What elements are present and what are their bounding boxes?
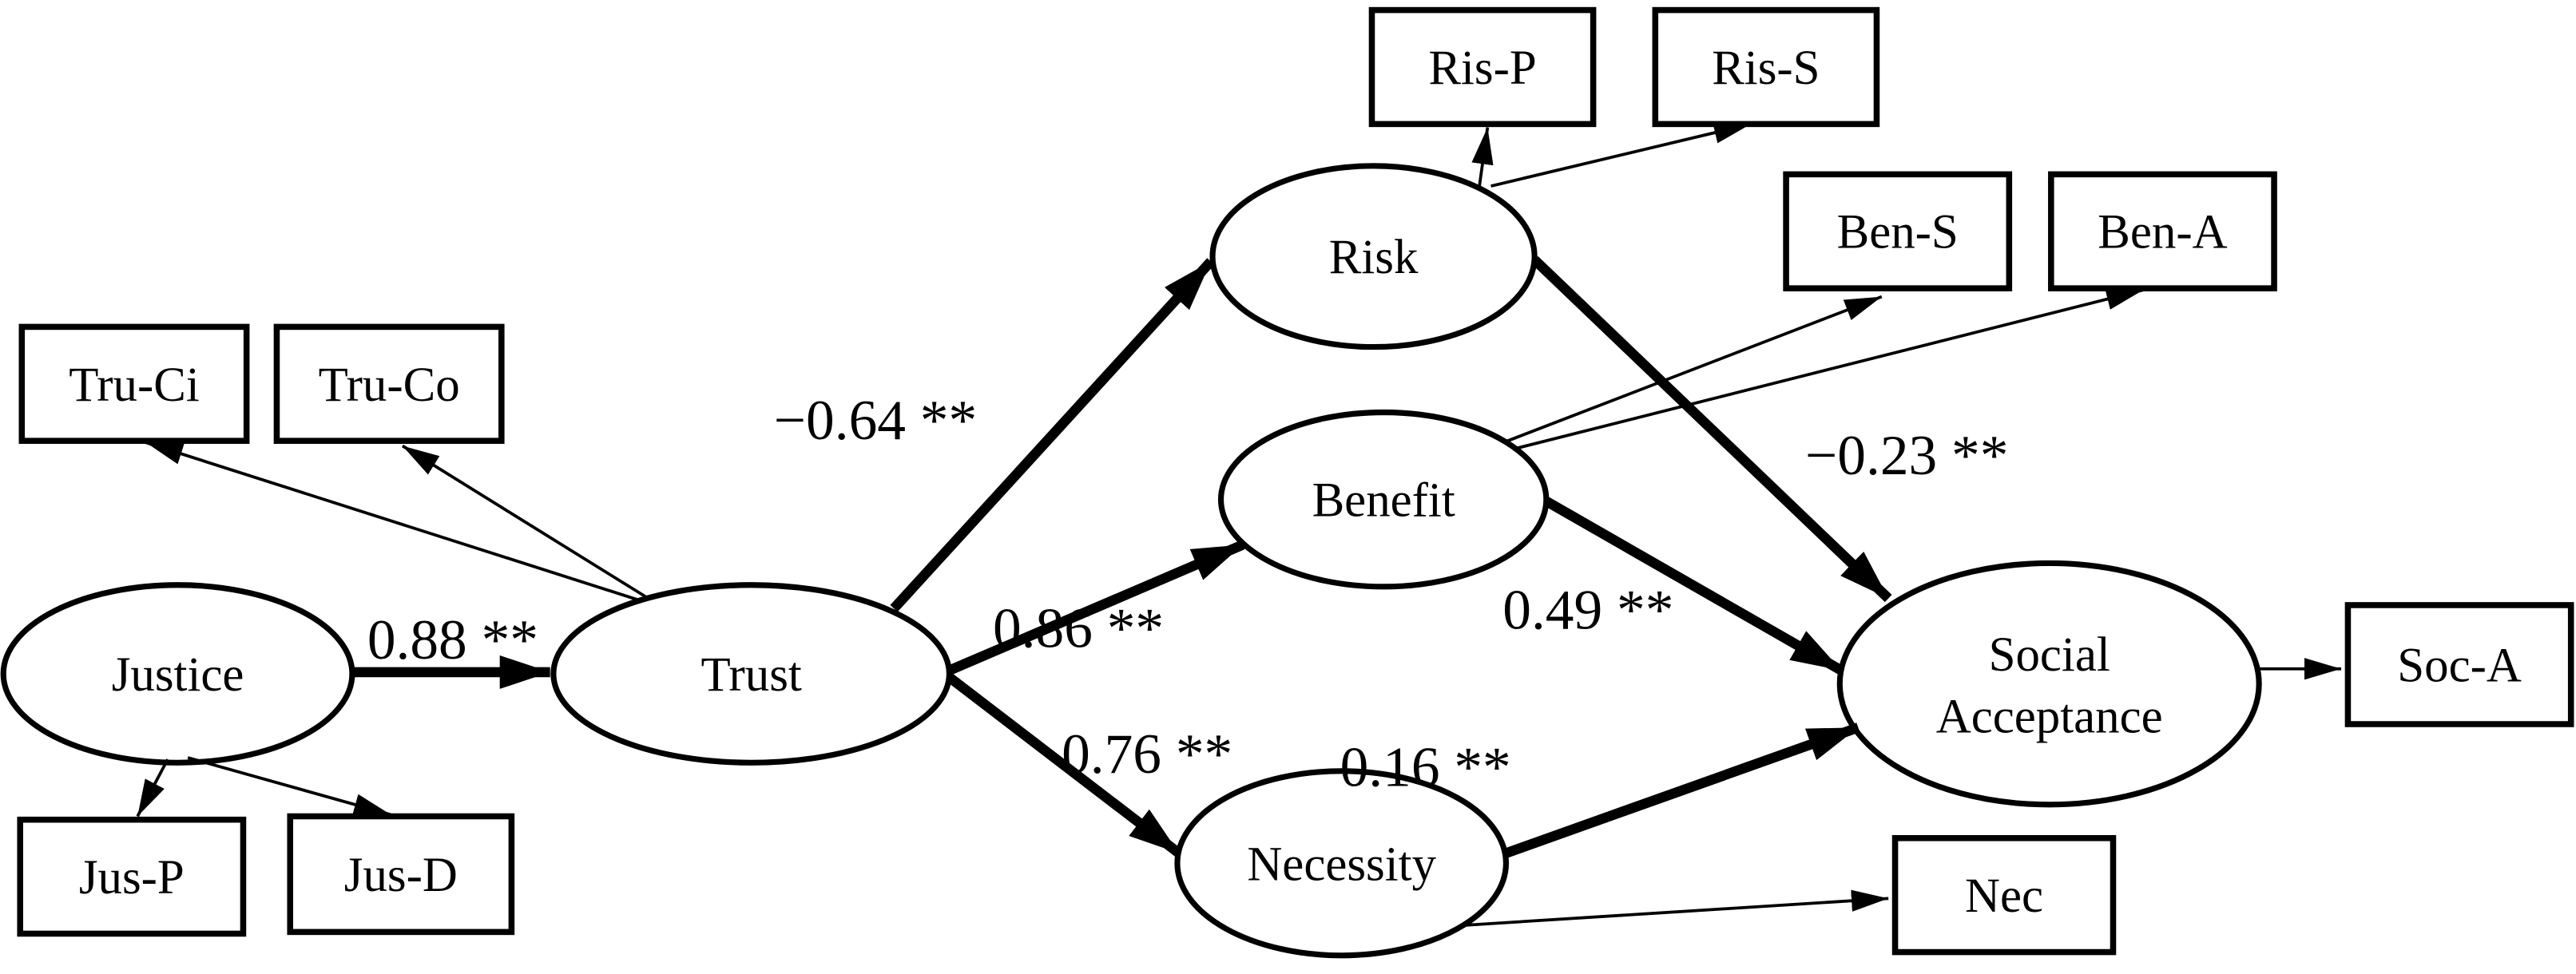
indicator-label-nec: Nec bbox=[1965, 869, 2043, 923]
latent-label-trust: Trust bbox=[701, 648, 801, 702]
loading-benefit-to-ben-s bbox=[1506, 295, 1883, 442]
coefficient-benefit-to-social-acceptance: 0.49 ** bbox=[1502, 578, 1673, 641]
loading-necessity-to-nec bbox=[1463, 889, 1889, 927]
indicator-box-ben-a bbox=[2048, 171, 2277, 291]
indicator-label-ben-s: Ben-S bbox=[1837, 206, 1959, 259]
indicator-box-tru-ci bbox=[18, 323, 250, 444]
loading-trust-to-tru-ci bbox=[145, 441, 640, 602]
path-risk-to-social-acceptance bbox=[1530, 255, 1892, 603]
loading-risk-to-ris-p bbox=[1471, 127, 1494, 188]
loading-risk-to-ris-s bbox=[1490, 121, 1752, 188]
latent-label-risk: Risk bbox=[1329, 231, 1419, 284]
indicator-label-ben-a: Ben-A bbox=[2098, 206, 2227, 259]
path-trust-to-benefit bbox=[947, 540, 1245, 675]
latent-label-benefit: Benefit bbox=[1312, 474, 1455, 528]
loading-justice-to-jus-d bbox=[187, 756, 391, 817]
indicator-label-jus-d: Jus-D bbox=[344, 849, 458, 902]
coefficient-necessity-to-social-acceptance: 0.16 ** bbox=[1340, 736, 1511, 799]
latent-ellipse-trust bbox=[550, 582, 952, 766]
loading-trust-to-tru-co bbox=[401, 444, 647, 599]
indicator-label-ris-p: Ris-P bbox=[1428, 42, 1536, 95]
loading-benefit-to-ben-a bbox=[1512, 288, 2144, 451]
coefficient-justice-to-trust: 0.88 ** bbox=[367, 608, 538, 671]
indicator-box-jus-d bbox=[287, 813, 515, 936]
path-benefit-to-social-acceptance bbox=[1543, 497, 1844, 675]
indicator-label-tru-ci: Tru-Ci bbox=[69, 358, 200, 412]
indicator-box-jus-p bbox=[17, 816, 247, 937]
indicator-label-tru-co: Tru-Co bbox=[319, 358, 460, 412]
indicator-label-soc-a: Soc-A bbox=[2397, 639, 2522, 692]
indicator-box-soc-a bbox=[2344, 602, 2574, 727]
coefficient-risk-to-social-acceptance: −0.23 ** bbox=[1805, 424, 2008, 487]
coefficient-trust-to-necessity: 0.76 ** bbox=[1062, 723, 1232, 786]
indicator-label-jus-p: Jus-P bbox=[79, 851, 185, 905]
loading-justice-to-jus-p bbox=[136, 758, 169, 818]
latent-label-necessity: Necessity bbox=[1247, 837, 1436, 891]
latent-ellipse-social-acceptance bbox=[1836, 560, 2262, 808]
indicator-box-tru-co bbox=[273, 323, 505, 444]
indicator-box-ris-p bbox=[1368, 6, 1597, 128]
coefficient-trust-to-risk: −0.64 ** bbox=[774, 389, 977, 452]
indicator-box-ben-s bbox=[1783, 171, 2013, 291]
latent-label-justice: Justice bbox=[112, 648, 244, 702]
latent-ellipse-benefit bbox=[1217, 409, 1550, 590]
path-trust-to-necessity bbox=[946, 673, 1182, 857]
latent-ellipse-necessity bbox=[1174, 768, 1510, 959]
latent-ellipse-risk bbox=[1209, 163, 1538, 350]
coefficient-trust-to-benefit: 0.86 ** bbox=[993, 596, 1164, 659]
indicator-box-ris-s bbox=[1652, 6, 1880, 128]
path-trust-to-risk bbox=[890, 258, 1215, 612]
path-necessity-to-social-acceptance bbox=[1504, 723, 1860, 858]
indicator-box-nec bbox=[1891, 835, 2117, 956]
indicator-label-ris-s: Ris-S bbox=[1712, 42, 1820, 95]
